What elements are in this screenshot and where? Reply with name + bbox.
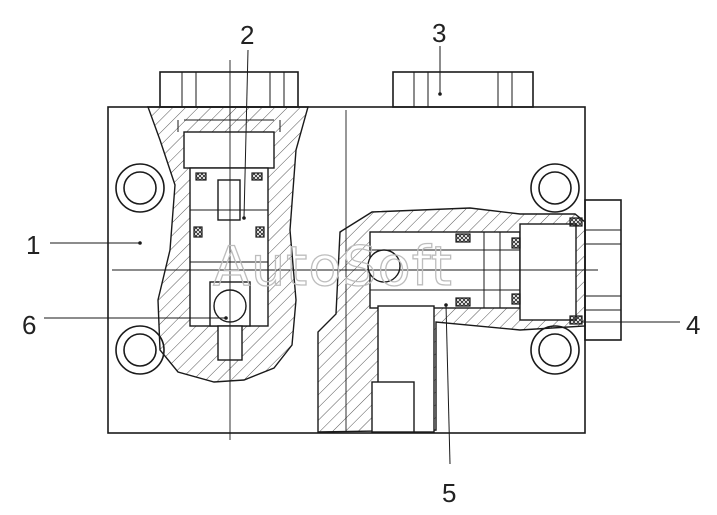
left-cavity-section	[147, 106, 309, 383]
mounting-hole-bottom-left	[115, 325, 165, 375]
callout-label-5: 5	[442, 478, 456, 508]
leader-lines	[44, 46, 680, 465]
callout-label-2: 2	[240, 20, 254, 50]
callout-label-1: 1	[26, 230, 40, 260]
mounting-hole-top-left	[115, 163, 165, 213]
watermark-text: AutoSoft	[213, 235, 453, 298]
center-lines	[112, 60, 598, 440]
mounting-hole-bottom-right	[530, 325, 580, 375]
hex-plug-right	[392, 71, 534, 108]
callout-label-4: 4	[686, 310, 700, 340]
mounting-hole-top-right	[530, 163, 580, 213]
hex-plug-left	[159, 71, 299, 108]
callout-label-3: 3	[432, 18, 446, 48]
callout-label-6: 6	[22, 310, 36, 340]
